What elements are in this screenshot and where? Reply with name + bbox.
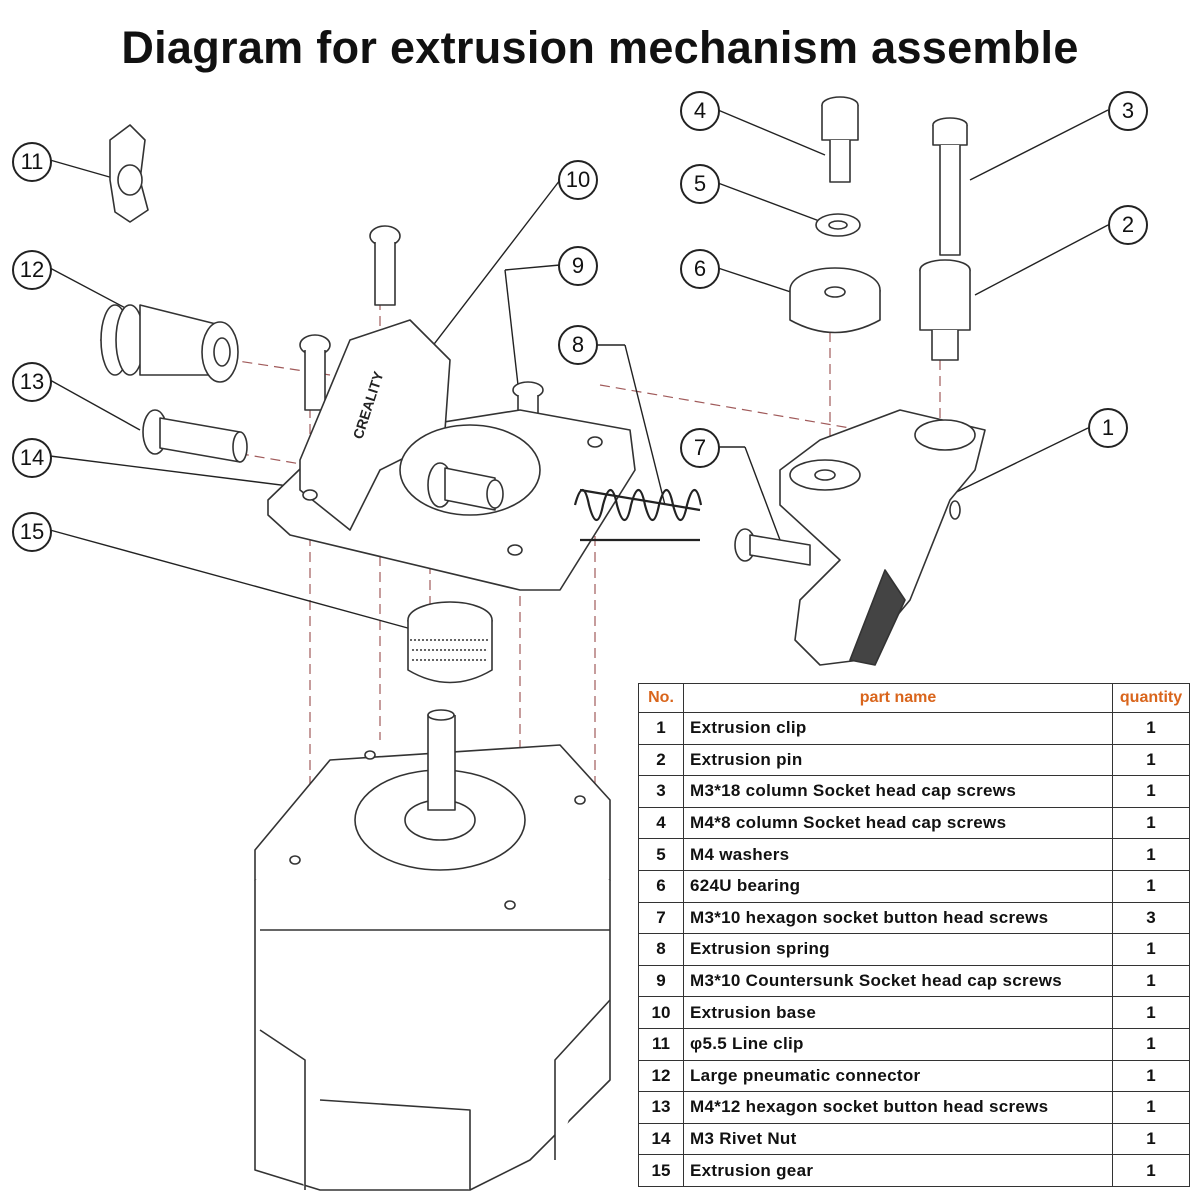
row-part-name: Large pneumatic connector xyxy=(683,1059,1113,1093)
row-no: 14 xyxy=(638,1122,684,1156)
callout-11: 11 xyxy=(12,142,52,182)
row-no: 2 xyxy=(638,743,684,777)
row-part-name: Extrusion base xyxy=(683,996,1113,1029)
row-no: 9 xyxy=(638,964,684,998)
callout-9: 9 xyxy=(558,246,598,286)
row-part-name: 624U bearing xyxy=(683,869,1113,903)
extrusion-gear-part xyxy=(407,601,493,684)
row-quantity: 1 xyxy=(1112,869,1190,903)
row-no: 3 xyxy=(638,775,684,808)
spring-part xyxy=(573,488,703,542)
row-quantity: 1 xyxy=(1112,1091,1190,1124)
callout-13: 13 xyxy=(12,362,52,402)
m4-cap-screw-part xyxy=(821,96,859,183)
row-quantity: 3 xyxy=(1112,901,1190,935)
row-no: 12 xyxy=(638,1059,684,1093)
table-header-row: No. part name quantity xyxy=(638,683,1190,713)
row-no: 5 xyxy=(638,838,684,871)
row-quantity: 1 xyxy=(1112,1027,1190,1061)
callout-4: 4 xyxy=(680,91,720,131)
row-quantity: 1 xyxy=(1112,1059,1190,1093)
row-quantity: 1 xyxy=(1112,712,1190,745)
row-no: 10 xyxy=(638,996,684,1029)
row-no: 6 xyxy=(638,869,684,903)
row-part-name: Extrusion gear xyxy=(683,1154,1113,1187)
row-part-name: M3*10 Countersunk Socket head cap screws xyxy=(683,964,1113,998)
callout-1: 1 xyxy=(1088,408,1128,448)
row-part-name: M3*18 column Socket head cap screws xyxy=(683,775,1113,808)
bearing-part xyxy=(789,267,881,334)
row-no: 8 xyxy=(638,933,684,966)
row-part-name: Extrusion clip xyxy=(683,712,1113,745)
row-quantity: 1 xyxy=(1112,775,1190,808)
row-quantity: 1 xyxy=(1112,838,1190,871)
rivet-nut-part xyxy=(427,462,504,511)
callout-7: 7 xyxy=(680,428,720,468)
callout-10: 10 xyxy=(558,160,598,200)
row-part-name: M3*10 hexagon socket button head screws xyxy=(683,901,1113,935)
row-part-name: Extrusion pin xyxy=(683,743,1113,777)
row-part-name: M4*12 hexagon socket button head screws xyxy=(683,1091,1113,1124)
row-part-name: M4 washers xyxy=(683,838,1113,871)
callout-6: 6 xyxy=(680,249,720,289)
pneumatic-connector-part xyxy=(100,304,239,383)
row-no: 11 xyxy=(638,1027,684,1061)
line-clip-part xyxy=(109,124,149,223)
washer-part xyxy=(815,213,861,237)
row-part-name: M3 Rivet Nut xyxy=(683,1122,1113,1156)
header-quantity: quantity xyxy=(1112,683,1190,713)
callout-2: 2 xyxy=(1108,205,1148,245)
stepper-motor-part xyxy=(254,709,611,1191)
row-no: 13 xyxy=(638,1091,684,1124)
row-part-name: M4*8 column Socket head cap screws xyxy=(683,806,1113,840)
extrusion-pin-part xyxy=(919,259,971,361)
header-part-name: part name xyxy=(683,683,1113,713)
row-no: 7 xyxy=(638,901,684,935)
row-no: 1 xyxy=(638,712,684,745)
row-quantity: 1 xyxy=(1112,996,1190,1029)
button-head-screw-part xyxy=(734,528,811,566)
diagram-title: Diagram for extrusion mechanism assemble xyxy=(121,22,1079,73)
m3-long-screw-part xyxy=(932,117,968,256)
callout-14: 14 xyxy=(12,438,52,478)
row-quantity: 1 xyxy=(1112,743,1190,777)
callout-8: 8 xyxy=(558,325,598,365)
callout-12: 12 xyxy=(12,250,52,290)
row-quantity: 1 xyxy=(1112,1122,1190,1156)
callout-15: 15 xyxy=(12,512,52,552)
row-no: 4 xyxy=(638,806,684,840)
callout-5: 5 xyxy=(680,164,720,204)
row-quantity: 1 xyxy=(1112,964,1190,998)
row-part-name: φ5.5 Line clip xyxy=(683,1027,1113,1061)
m4-screw-part xyxy=(142,409,248,463)
callout-3: 3 xyxy=(1108,91,1148,131)
row-quantity: 1 xyxy=(1112,806,1190,840)
row-quantity: 1 xyxy=(1112,933,1190,966)
extrusion-clip-part xyxy=(779,409,986,666)
header-no: No. xyxy=(638,683,684,713)
row-no: 15 xyxy=(638,1154,684,1187)
row-part-name: Extrusion spring xyxy=(683,933,1113,966)
row-quantity: 1 xyxy=(1112,1154,1190,1187)
